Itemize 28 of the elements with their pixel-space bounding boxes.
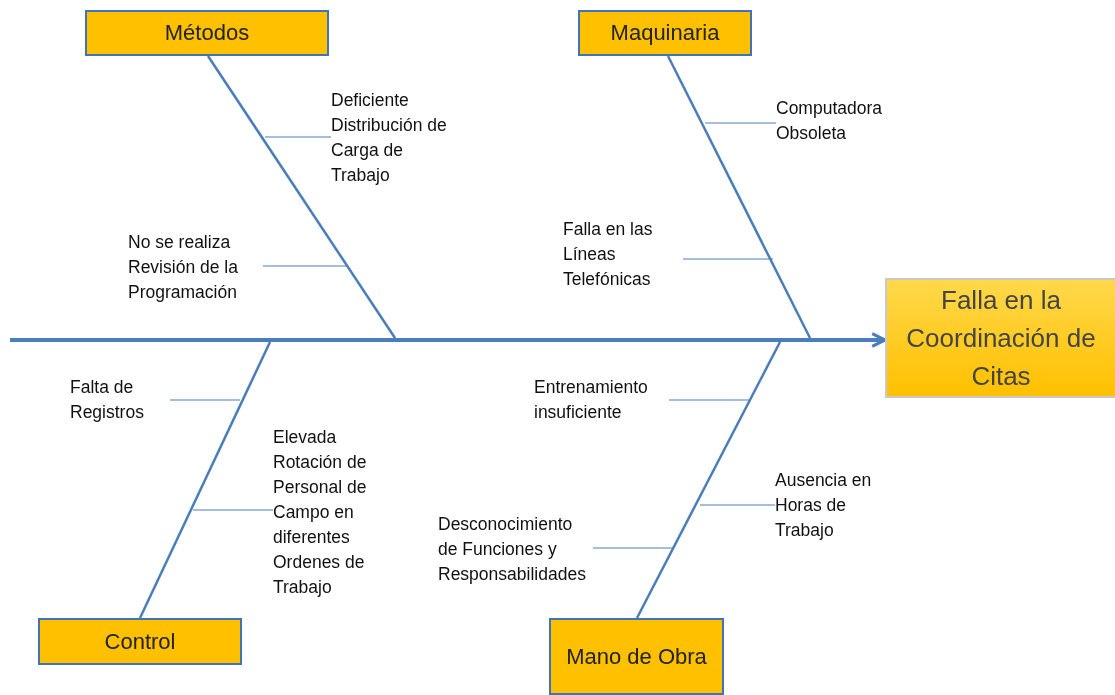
cause-text: Falta de Registros: [70, 375, 170, 425]
category-box: Métodos: [85, 10, 329, 56]
bone-line: [206, 55, 397, 339]
cause-line: [682, 258, 774, 260]
bone-line: [138, 341, 272, 619]
cause-line: [704, 122, 777, 124]
cause-text: Desconocimiento de Funciones y Responsabilidades: [438, 512, 593, 587]
cause-line: [264, 136, 332, 138]
cause-text: Falla en las Líneas Telefónicas: [563, 217, 683, 292]
category-box: Mano de Obra: [549, 618, 724, 695]
bone-line: [666, 55, 812, 339]
cause-line: [192, 509, 274, 511]
bone-line: [635, 341, 782, 619]
cause-text: Elevada Rotación de Personal de Campo en diferentes Ordenes de Trabajo: [273, 425, 393, 600]
cause-text: No se realiza Revisión de la Programación: [128, 230, 263, 305]
cause-text: Entrenamiento insuficiente: [534, 375, 669, 425]
effect-box: Falla en la Coordinación de Citas: [885, 278, 1115, 398]
cause-line: [668, 399, 751, 401]
cause-text: Ausencia en Horas de Trabajo: [775, 468, 895, 543]
category-box: Maquinaria: [578, 10, 752, 56]
cause-text: Deficiente Distribución de Carga de Trabajo: [331, 88, 456, 188]
cause-line: [592, 547, 673, 549]
cause-line: [262, 265, 348, 267]
cause-line: [169, 399, 241, 401]
cause-line: [699, 504, 776, 506]
cause-text: Computadora Obsoleta: [776, 96, 916, 146]
spine-arrow: [10, 332, 887, 348]
category-box: Control: [38, 618, 242, 665]
